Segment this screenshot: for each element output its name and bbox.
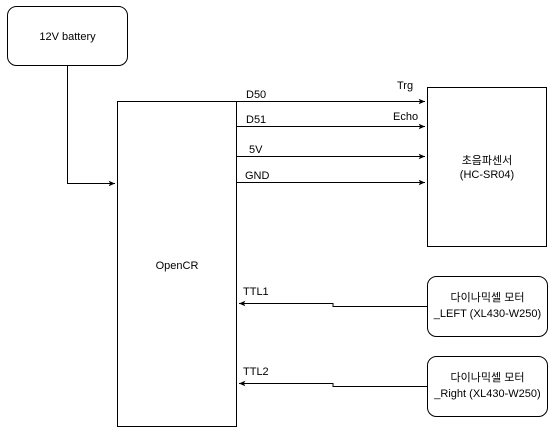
ttl1-wire <box>239 300 427 307</box>
right-motor-label-line2: _Right (XL430-W250) <box>433 388 540 400</box>
left-motor-box <box>427 276 548 337</box>
battery-block: 12V battery <box>7 6 128 66</box>
right-motor-label-line1: 다이나믹셀 모터 <box>451 371 525 384</box>
ttl2-connection: TTL2 <box>239 366 427 387</box>
ultrasonic-sensor-label-line1: 초음파센서 <box>462 154 513 167</box>
trg-label: Trg <box>397 80 413 92</box>
left-motor-block: 다이나믹셀 모터 _LEFT (XL430-W250) <box>427 276 548 337</box>
opencr-label: OpenCR <box>156 260 199 272</box>
d51-connection: D51 Echo <box>237 111 425 130</box>
gnd-connection: GND <box>237 170 425 186</box>
left-motor-label-line2: _LEFT (XL430-W250) <box>433 308 541 320</box>
left-motor-label-line1: 다이나믹셀 모터 <box>451 291 525 304</box>
battery-to-opencr-wire <box>67 66 115 187</box>
opencr-block: OpenCR <box>117 101 237 427</box>
ttl1-connection: TTL1 <box>239 286 427 307</box>
opencr-box <box>117 101 237 427</box>
ultrasonic-sensor-block: 초음파센서 (HC-SR04) <box>427 87 547 247</box>
battery-label: 12V battery <box>39 31 96 43</box>
ultrasonic-sensor-label-line2: (HC-SR04) <box>460 169 514 181</box>
5v-connection: 5V <box>237 144 425 160</box>
d50-connection: D50 Trg <box>237 80 425 105</box>
gnd-pin-label: GND <box>245 170 270 182</box>
d50-pin-label: D50 <box>246 89 266 101</box>
ultrasonic-sensor-box <box>427 87 547 247</box>
battery-box <box>7 6 128 66</box>
ttl2-wire <box>239 380 427 387</box>
right-motor-box <box>427 356 548 417</box>
right-motor-block: 다이나믹셀 모터 _Right (XL430-W250) <box>427 356 548 417</box>
d51-pin-label: D51 <box>246 114 266 126</box>
ttl1-pin-label: TTL1 <box>243 286 269 298</box>
echo-label: Echo <box>393 111 418 123</box>
ttl2-pin-label: TTL2 <box>243 366 269 378</box>
5v-pin-label: 5V <box>249 144 263 156</box>
